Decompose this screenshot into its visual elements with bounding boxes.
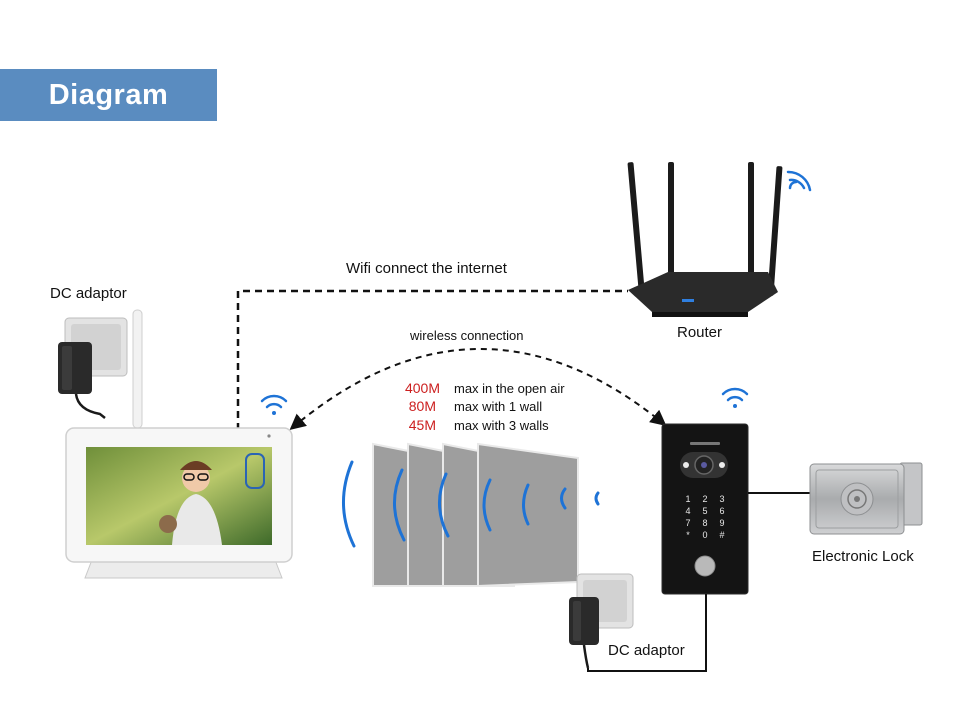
keypad-key: 6 <box>719 506 724 516</box>
doorbell-wifi-icon <box>721 387 749 408</box>
spec-text: max with 1 wall <box>454 399 543 414</box>
internet-link-line <box>236 289 628 430</box>
monitor-icon <box>65 309 293 579</box>
wireless-connection-label: wireless connection <box>410 328 524 343</box>
section-banner: Diagram <box>0 69 217 121</box>
banner-title: Diagram <box>48 78 169 111</box>
keypad-key: 8 <box>702 518 707 528</box>
lock-icon <box>809 462 923 535</box>
doorbell-adapter-label: DC adaptor <box>608 642 685 659</box>
lock-label: Electronic Lock <box>812 548 914 565</box>
monitor-adapter-label: DC adaptor <box>50 285 127 302</box>
power-adapter-icon <box>569 573 634 669</box>
keypad-key: 4 <box>685 506 690 516</box>
keypad-key: 7 <box>685 518 690 528</box>
wall-panels <box>372 442 579 588</box>
router-icon <box>627 162 783 317</box>
keypad-key: 5 <box>702 506 707 516</box>
spec-value: 400M <box>404 380 440 396</box>
internet-link-label: Wifi connect the internet <box>346 260 507 277</box>
spec-value: 45M <box>408 417 436 433</box>
keypad-key: 3 <box>719 494 724 504</box>
keypad-key: 9 <box>719 518 724 528</box>
keypad-key: 2 <box>702 494 707 504</box>
keypad-key: * <box>686 530 690 540</box>
doorbell-power-wire <box>587 594 707 672</box>
signal-waves <box>342 460 600 548</box>
keypad-key: # <box>719 530 724 540</box>
spec-value: 80M <box>408 398 436 414</box>
spec-text: max in the open air <box>454 381 565 396</box>
monitor-wifi-icon <box>260 394 288 415</box>
keypad-key: 0 <box>702 530 707 540</box>
doorbell-icon <box>661 423 749 595</box>
router-label: Router <box>677 324 723 341</box>
power-adapter-icon <box>58 317 128 419</box>
keypad-key: 1 <box>685 494 690 504</box>
doorbell-keypad: 1 2 3 4 5 6 7 8 9 * 0 # <box>685 494 724 540</box>
router-wifi-icon <box>786 170 812 192</box>
spec-text: max with 3 walls <box>454 418 549 433</box>
